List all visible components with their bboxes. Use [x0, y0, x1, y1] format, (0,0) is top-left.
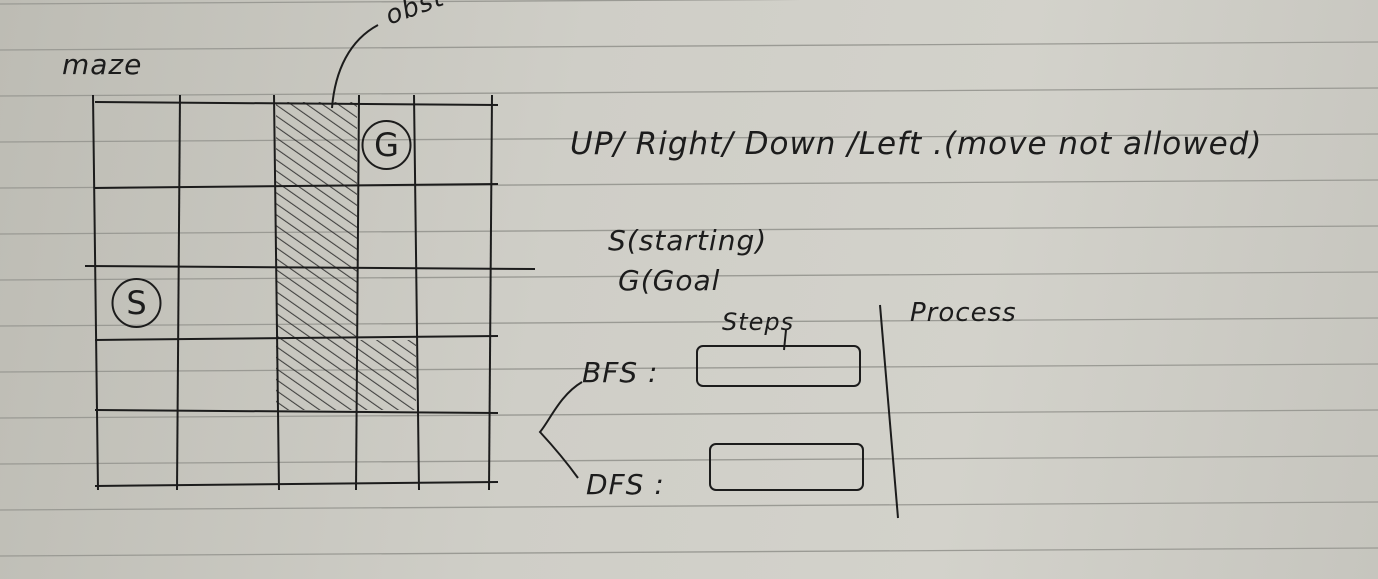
bfs-label: BFS :	[582, 356, 659, 389]
ruled-line	[0, 409, 1378, 419]
ruled-lines	[0, 0, 1378, 557]
grid-row-line	[94, 335, 499, 341]
legend-goal: G(Goal	[618, 264, 721, 297]
ruled-line	[0, 547, 1378, 557]
goal-circle	[361, 120, 412, 170]
ruled-line	[0, 225, 1378, 235]
obstacle-cell	[357, 340, 416, 410]
obstacle-pointer-line	[331, 24, 379, 109]
start-circle	[111, 278, 162, 328]
obstacle-cell	[276, 102, 357, 188]
grid-col-line	[413, 94, 420, 491]
grid-col-line	[488, 94, 493, 491]
ruled-line	[0, 87, 1378, 97]
dfs-label: DFS :	[586, 468, 665, 501]
dfs-steps-box[interactable]	[709, 443, 864, 491]
steps-tick	[783, 329, 787, 351]
grid-row-line	[94, 409, 499, 414]
grid-row-line	[94, 183, 499, 189]
obstacle-cell	[276, 340, 357, 410]
ruled-line	[0, 271, 1378, 281]
grid-row-line	[94, 481, 499, 487]
maze-grid: SG	[84, 94, 536, 491]
ruled-line	[0, 455, 1378, 465]
obstacle-cell	[276, 188, 357, 266]
grid-row-line	[84, 265, 536, 270]
steps-header: Steps	[722, 308, 795, 336]
grid-col-line	[355, 94, 360, 491]
goal-marker: G	[374, 126, 399, 164]
legend-start: S(starting)	[608, 224, 768, 257]
start-marker: S	[126, 284, 146, 322]
grid-col-line	[273, 94, 280, 491]
ruled-line	[0, 41, 1378, 51]
ruled-line	[0, 363, 1378, 373]
algorithm-brace	[538, 381, 583, 479]
process-divider	[879, 304, 899, 519]
process-header: Process	[910, 298, 1017, 328]
grid-row-line	[94, 101, 499, 106]
ruled-line	[0, 501, 1378, 511]
obstacle-cell	[276, 266, 357, 340]
movement-rules: UP/ Right/ Down /Left .(move not allowed…	[570, 126, 1263, 162]
grid-col-line	[176, 94, 181, 491]
ruled-line	[0, 0, 801, 5]
ruled-line	[0, 317, 1378, 327]
ruled-line	[0, 133, 1378, 143]
maze-title: maze	[62, 48, 143, 81]
bfs-steps-box[interactable]	[696, 345, 861, 387]
grid-col-line	[92, 94, 99, 491]
